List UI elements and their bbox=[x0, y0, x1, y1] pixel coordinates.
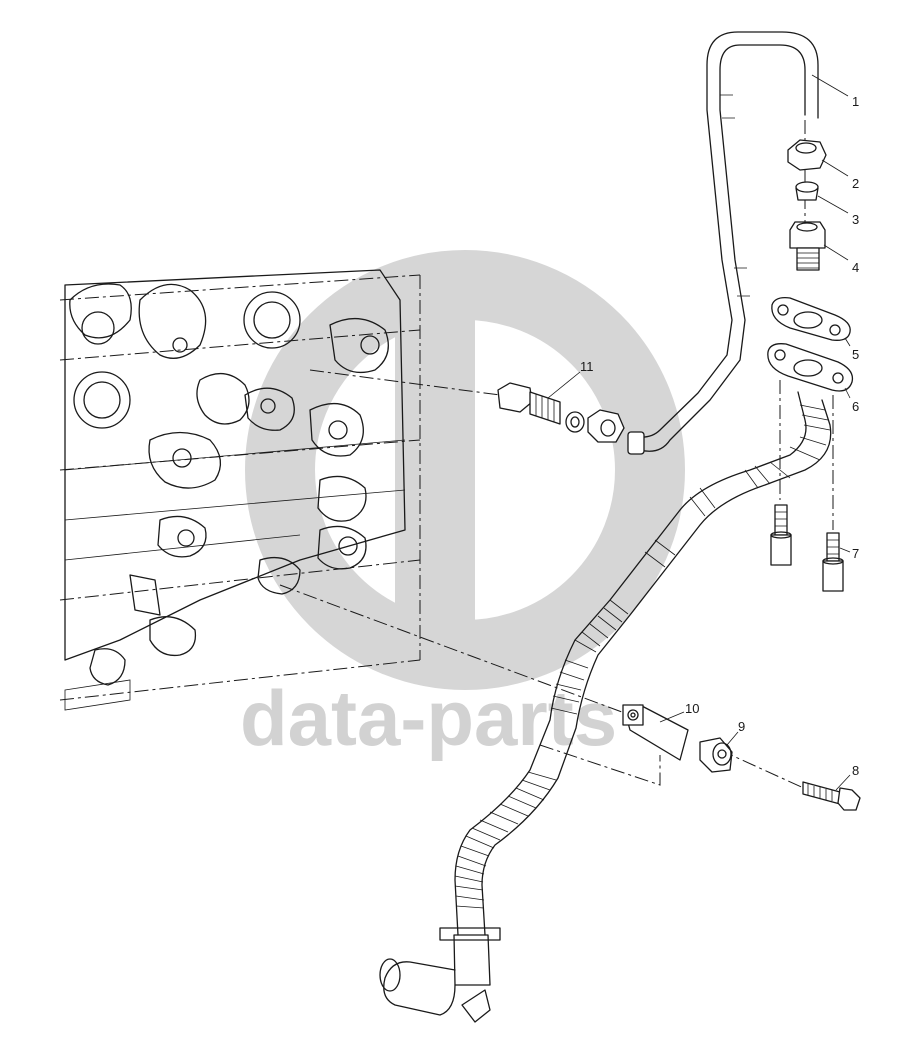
watermark-logo-bar bbox=[395, 290, 475, 660]
part-5-gasket bbox=[771, 297, 851, 341]
part-9-spacer-sleeve bbox=[699, 737, 733, 773]
part-4-adapter-fitting bbox=[789, 221, 826, 271]
engine-block bbox=[59, 269, 421, 711]
callouts: 1 2 3 4 5 6 7 8 9 10 11 bbox=[547, 74, 859, 791]
callout-8: 8 bbox=[852, 763, 859, 778]
part-8-bolt bbox=[802, 781, 861, 811]
part-2-nut bbox=[787, 139, 827, 171]
callout-4: 4 bbox=[852, 260, 859, 275]
callout-11: 11 bbox=[580, 359, 594, 374]
part-1-oil-feed-pipe bbox=[627, 31, 819, 455]
part-7-stud-right bbox=[822, 532, 844, 592]
callout-1: 1 bbox=[852, 94, 859, 109]
callout-10: 10 bbox=[685, 701, 699, 716]
assembly-center-lines bbox=[279, 120, 834, 801]
flexible-oil-return-hose bbox=[379, 391, 832, 1023]
callout-6: 6 bbox=[852, 399, 859, 414]
watermark: data-parts bbox=[240, 250, 685, 762]
part-3-olive-ring bbox=[795, 181, 819, 201]
part-10-bracket bbox=[622, 704, 689, 761]
callout-7: 7 bbox=[852, 546, 859, 561]
callout-5: 5 bbox=[852, 347, 859, 362]
part-7-stud-left bbox=[770, 504, 792, 566]
callout-9: 9 bbox=[738, 719, 745, 734]
callout-2: 2 bbox=[852, 176, 859, 191]
callout-3: 3 bbox=[852, 212, 859, 227]
watermark-text: data-parts bbox=[240, 674, 617, 762]
part-6-flange bbox=[767, 343, 854, 392]
part-11-connector-fitting bbox=[497, 382, 625, 443]
